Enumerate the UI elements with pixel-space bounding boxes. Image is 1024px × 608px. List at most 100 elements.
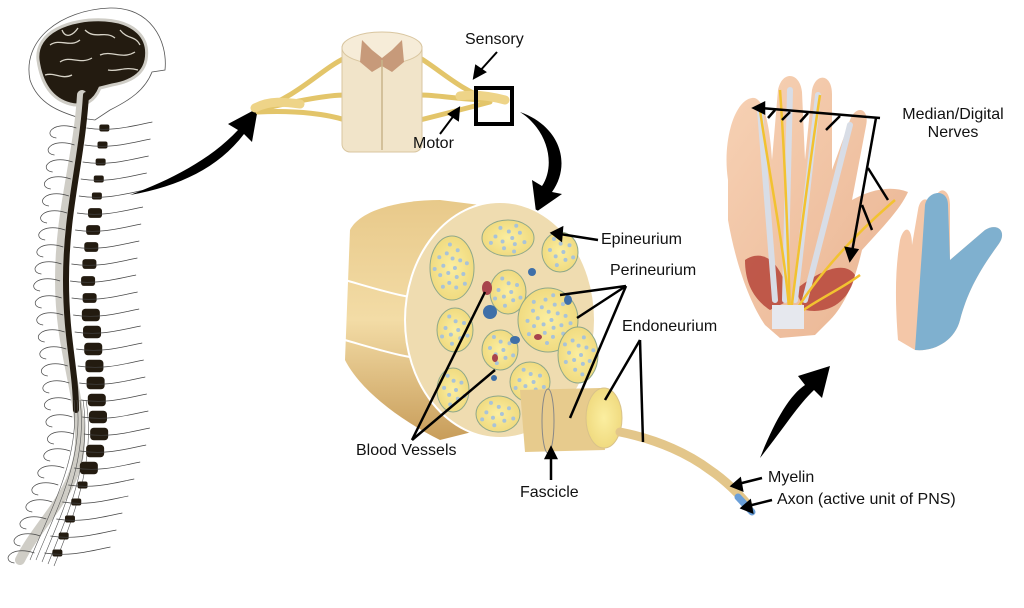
axon-dot [502, 246, 507, 251]
spinal-nerve-right [82, 155, 149, 164]
axon-dot [496, 287, 501, 292]
spinal-nerve-right [50, 529, 117, 538]
label-median-digital-nerves: Median/Digital Nerves [888, 106, 1018, 142]
axon-dot [440, 334, 445, 339]
axon-dot [441, 263, 446, 268]
spinal-nerve-right [80, 444, 147, 453]
spinal-nerve-right [71, 291, 138, 300]
axon-dot [454, 274, 459, 279]
axon-dot [573, 367, 578, 372]
spinal-nerve-right [62, 495, 129, 504]
fascicle [429, 235, 475, 301]
axon-dot [462, 320, 467, 325]
vertebra [83, 325, 102, 339]
axon-dot [496, 404, 501, 409]
axon-dot [498, 225, 503, 230]
spinal-nerve-left [25, 499, 53, 513]
axon-dot [506, 281, 511, 286]
axon-dot [442, 385, 447, 390]
spinal-nerve-left [38, 329, 65, 343]
axon-dot [451, 378, 456, 383]
fascicle [475, 395, 521, 433]
axon-dot [563, 313, 568, 318]
axon-dot [576, 343, 581, 348]
axon-dot [488, 240, 493, 245]
axon-dot [458, 258, 463, 263]
spinal-nerve-left [13, 533, 41, 547]
axon-dot [547, 248, 552, 253]
spinal-cord-sheath [15, 90, 87, 565]
spinal-nerve-right [73, 308, 140, 317]
spinal-nerve-right [80, 393, 147, 402]
axon-dot [443, 325, 448, 330]
spinal-nerve-right [76, 206, 144, 215]
arrow-cns-to-segment [130, 108, 258, 195]
axon-dot [494, 361, 499, 366]
spinal-nerve-right [74, 325, 141, 334]
hand-figure [726, 75, 1003, 351]
axon-dot [513, 385, 518, 390]
axon-dot [561, 250, 566, 254]
vertebra [81, 308, 100, 322]
spinal-nerve-left [36, 312, 64, 326]
spinal-nerve-right [84, 138, 151, 147]
axon-dot [542, 330, 547, 335]
axon-dot [538, 373, 543, 378]
vertebra [84, 342, 103, 356]
label-motor: Motor [413, 135, 454, 152]
vertebra [86, 376, 105, 390]
axon-dot [487, 346, 492, 351]
axon-dot [437, 255, 442, 260]
axon-dot [549, 318, 554, 322]
spinal-nerve-right [71, 257, 138, 266]
spinal-nerve-left [33, 278, 61, 292]
arrow-segment-to-nerve [520, 112, 562, 212]
spinal-nerve-left [42, 380, 70, 394]
axon-dot [584, 345, 589, 350]
axon-dot [452, 266, 457, 270]
axon-dot [509, 290, 514, 294]
axon-dot [563, 257, 568, 262]
axon-dot [567, 243, 572, 248]
vertebra [82, 259, 97, 269]
axon-dot [521, 367, 526, 372]
axon-dot [532, 324, 537, 329]
spinal-nerve-left [41, 363, 68, 377]
axon-dot [515, 282, 520, 287]
axon-dot [531, 380, 536, 384]
spinal-nerve-left [19, 516, 47, 530]
axon-dot [511, 416, 516, 421]
axon-dot [579, 353, 584, 357]
axon-dot [493, 296, 498, 301]
axon-dot [511, 298, 516, 303]
spinal-nerve-right [68, 478, 135, 487]
axon-dot [535, 316, 540, 321]
axon-dot [580, 361, 585, 366]
axon-dot [587, 358, 592, 363]
vertebra [91, 192, 102, 200]
spinal-nerves [7, 121, 153, 564]
axon-dot [512, 249, 517, 254]
vertebra [87, 393, 106, 407]
axon-dot [501, 294, 506, 299]
vertebra [79, 461, 98, 475]
fascicle [481, 329, 519, 371]
spinal-nerve-left [31, 482, 59, 496]
vertebra [97, 141, 108, 149]
spinal-nerve-left [7, 550, 35, 564]
axon-dot [432, 267, 437, 272]
spinal-nerve-left [40, 210, 68, 224]
label-fascicle: Fascicle [520, 484, 579, 501]
spinal-segment-figure [250, 31, 510, 153]
vertebra [85, 359, 104, 373]
axon-dot [558, 241, 563, 246]
vertebra [58, 532, 69, 540]
axon-dot [554, 263, 559, 268]
axon-dot [501, 348, 506, 352]
axon-dot [450, 256, 455, 261]
axon-dot [502, 303, 507, 308]
axon-dot [541, 322, 546, 327]
axon-dot [539, 305, 544, 310]
axon-dot [571, 255, 576, 260]
